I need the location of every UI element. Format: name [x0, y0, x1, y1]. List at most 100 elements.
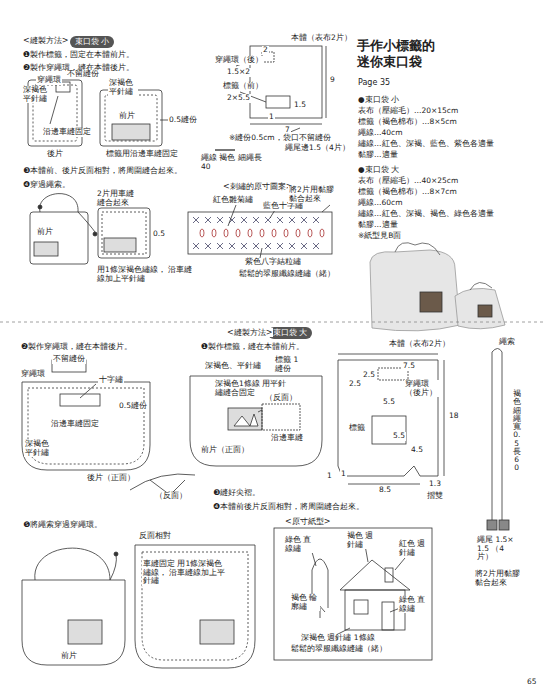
label: ※紙型見B面	[357, 232, 402, 241]
label: 4.5	[410, 446, 424, 455]
label: 深褐色 平針繡	[24, 440, 54, 457]
label: 9	[329, 76, 336, 85]
label: 沿邊車縫固定	[42, 128, 92, 137]
label: 褐色 輪廓繡	[290, 594, 320, 611]
label: 紅色 週針繡	[398, 540, 428, 557]
label: 紅色雛菊繡	[212, 196, 254, 205]
label: 標籤（褐色棉布）…8×7cm	[357, 188, 458, 197]
label: ※縫份0.5cm，袋口不留縫份	[228, 134, 332, 143]
label: ❺將繩索穿過穿繩環。	[22, 520, 103, 529]
label: 2.5	[362, 371, 376, 380]
label: ❷製作穿繩環，縫在本體後片。	[20, 342, 133, 351]
label: 前片（正面）	[200, 446, 250, 455]
label: 標籤用沿邊車縫固定	[105, 150, 179, 159]
daisy-stitch	[248, 229, 252, 237]
label: <縫製方法>	[226, 328, 273, 337]
label: ❶製作標籤，固定在本體前片。	[22, 50, 135, 59]
label: 2.5	[348, 380, 362, 389]
label: 標籤 1縫份	[274, 356, 302, 373]
label: 紫色八字結粒繡	[244, 258, 302, 267]
cross-stitch	[277, 243, 283, 249]
label: 0.5縫份	[168, 116, 198, 125]
daisy-stitch	[296, 229, 300, 237]
cross-stitch	[313, 243, 319, 249]
title: 手作小標籤的迷你束口袋	[357, 38, 439, 71]
daisy-stitch	[236, 229, 240, 237]
label: 前片	[60, 652, 78, 661]
label: 深褐色 平針繡	[108, 79, 138, 96]
label: 不留縫份	[66, 70, 100, 79]
label: 標籤（前）	[222, 82, 264, 91]
label: 繩線…60cm	[357, 199, 403, 208]
label: 1	[340, 470, 347, 479]
label: <原寸紙型>	[284, 517, 331, 526]
label: 沿邊車縫	[270, 434, 304, 443]
label: 繩線…40cm	[357, 129, 403, 138]
label: <刺繡的原寸圖案>	[222, 182, 293, 191]
label: 藍色十字繡	[262, 202, 304, 211]
cross-stitch	[205, 217, 211, 223]
label: 本體（表布2片）	[388, 340, 451, 349]
label: （反面）	[264, 394, 298, 403]
label: 黏膠…適量	[357, 151, 399, 160]
cross-stitch	[241, 243, 247, 249]
label: 前片	[36, 228, 54, 237]
label: 鬆鬆的翠服纖線縫繡（緒）	[238, 270, 336, 279]
label: 繩索	[498, 338, 516, 347]
label: 沿邊車縫固定	[50, 420, 100, 429]
label: ❸本體前、後片反面相對，將周圍縫合起來。	[22, 166, 183, 175]
label: 表布（壓縮毛）…40×25cm	[357, 177, 459, 186]
label: 2×5.5	[226, 94, 251, 103]
label: 後片	[46, 150, 64, 159]
label: 深褐色 平針繡	[22, 86, 52, 103]
label: 褐色 週針繡	[346, 532, 376, 549]
daisy-stitch	[320, 229, 324, 237]
label: 穿繩環 （後片）	[404, 380, 442, 397]
label: 0.5	[152, 230, 166, 239]
label: 本體（表布2片）	[290, 34, 353, 43]
label: 18	[448, 412, 460, 421]
cross-stitch	[289, 217, 295, 223]
label: 繩尾 1.5×1.5 （4片）	[476, 536, 518, 562]
cross-stitch	[217, 243, 223, 249]
label: ●束口袋 小	[357, 96, 400, 105]
label: ❹本體前後片反面相對，將周圍縫合起來。	[212, 502, 365, 511]
cross-stitch	[205, 243, 211, 249]
cross-stitch	[301, 217, 307, 223]
label: 車縫固定 用1條深褐色繡線， 沿車縫線加上平針繡	[142, 560, 228, 586]
daisy-stitch	[200, 229, 204, 237]
label: 1	[326, 472, 333, 481]
label: 1.3	[428, 480, 442, 489]
cross-stitch	[253, 217, 259, 223]
label: 5.5	[382, 398, 396, 407]
label: 將2片用黏膠 黏合起來	[288, 186, 342, 203]
label: 鬆鬆的翠服纖線縫繡（緒）	[290, 645, 388, 654]
label: 黏膠…適量	[357, 221, 399, 230]
label: 將2片用黏膠 黏合起來	[474, 570, 528, 587]
label: 摺雙	[426, 492, 444, 501]
label: ❹穿過繩索。	[22, 180, 71, 189]
label: （反面）	[154, 492, 188, 501]
label: ❸縫好尖褶。	[212, 488, 261, 497]
label: 1.5	[293, 101, 307, 110]
label: ●束口袋 大	[357, 166, 400, 175]
label: 綠色 直線繡	[398, 596, 428, 613]
label: 深褐色、平針繡	[204, 362, 262, 371]
section-tag: 束口袋 大	[268, 327, 312, 339]
daisy-stitch	[284, 229, 288, 237]
label: 2片用車縫 縫合起來	[96, 190, 142, 207]
label: 用1條深褐色繡線， 沿車縫線加上平針繡	[96, 266, 198, 283]
daisy-stitch	[224, 229, 228, 237]
section-tag: 束口袋 小	[70, 36, 114, 48]
cross-stitch	[265, 243, 271, 249]
cross-stitch	[193, 243, 199, 249]
cross-stitch	[313, 217, 319, 223]
label: 深褐色 週針繡 1條線	[300, 634, 376, 643]
label: 後片（正面）	[86, 474, 136, 483]
label: 繡線…紅色、深褐、藍色、紫色各適量	[357, 140, 495, 149]
daisy-stitch	[212, 229, 216, 237]
cross-stitch	[289, 243, 295, 249]
label: 1	[268, 113, 275, 122]
label: Page 35	[357, 78, 391, 87]
